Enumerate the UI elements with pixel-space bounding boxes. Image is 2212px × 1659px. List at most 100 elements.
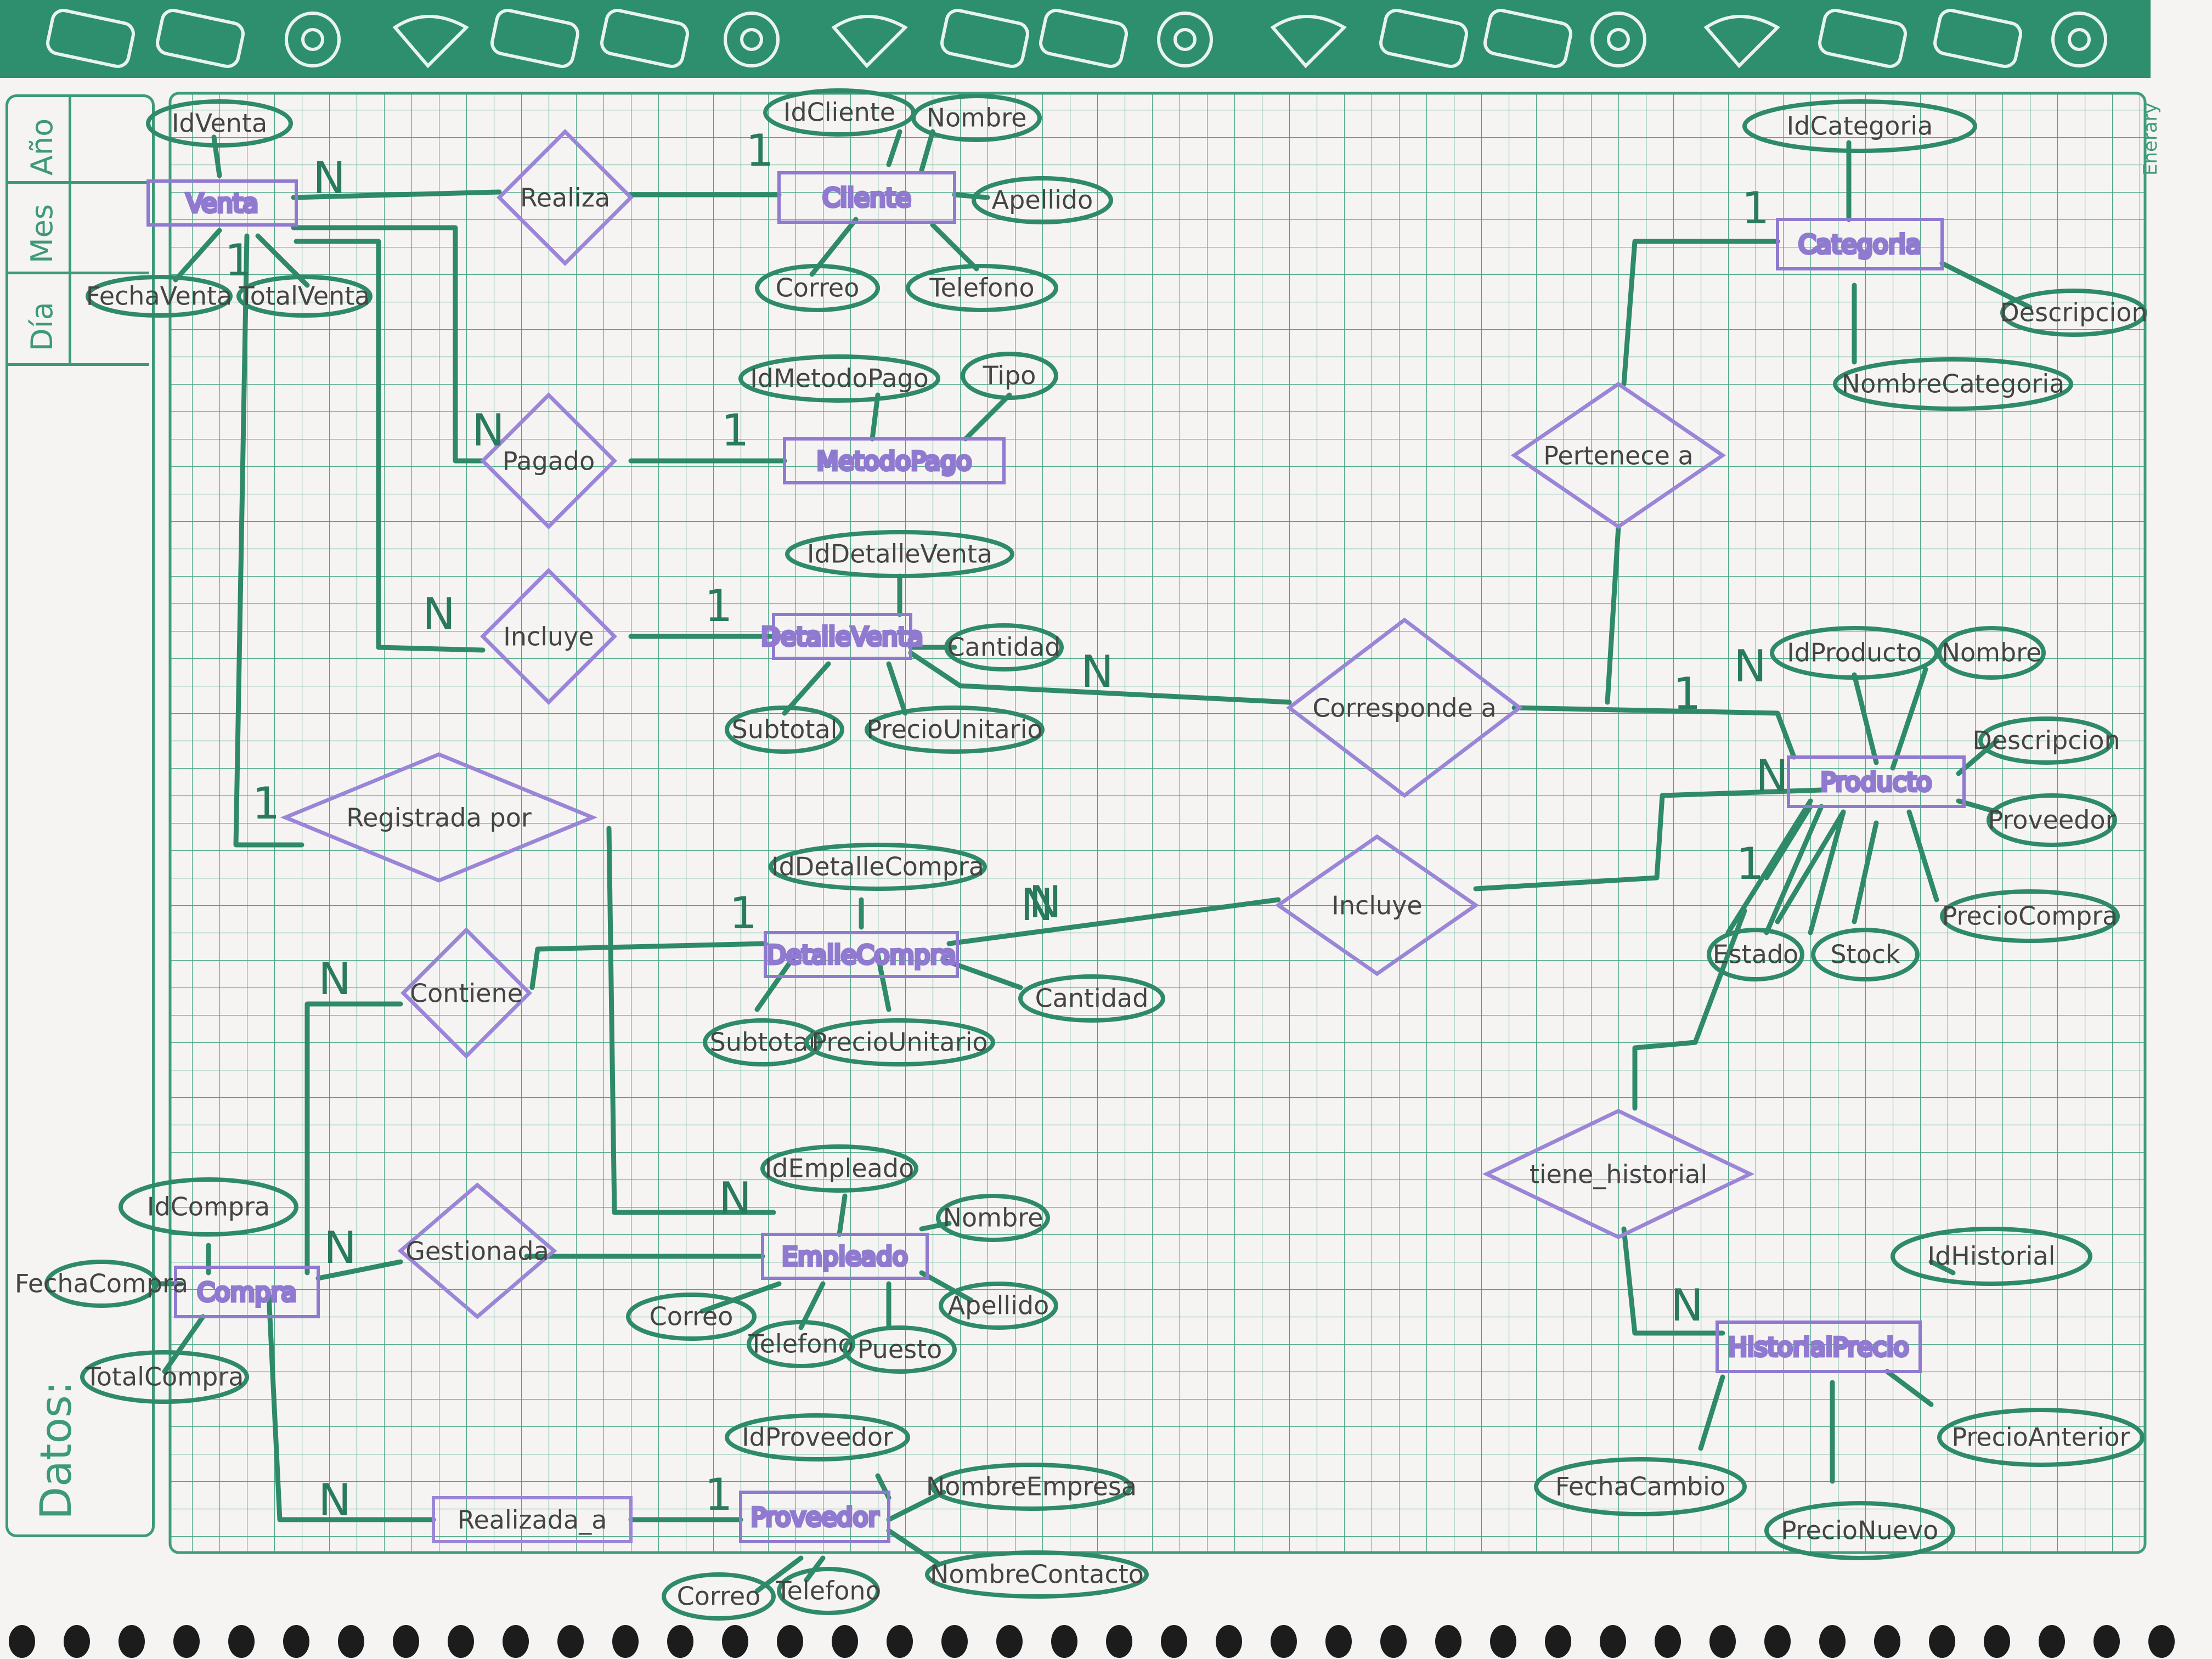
relationship-corresponde-a-label: Corresponde a — [1312, 693, 1496, 723]
attribute-producto: Nombre — [1937, 626, 2046, 680]
attribute-label: TotalVenta — [238, 281, 370, 311]
entity-cliente: Cliente — [777, 171, 956, 224]
attribute-label: Descripcion — [2000, 298, 2147, 328]
binding-ring-icon — [557, 1625, 584, 1658]
attribute-label: Proveedor — [1988, 805, 2115, 835]
attribute-detalle-venta: Subtotal — [725, 706, 844, 754]
attribute-historial-precio: IdHistorial — [1891, 1227, 2092, 1286]
cardinality-producto-incluye: N — [1756, 751, 1788, 802]
cone-icon — [392, 15, 469, 69]
attribute-label: PrecioAnterior — [1951, 1423, 2130, 1452]
attribute-label: Correo — [776, 273, 860, 303]
date-row-divider — [5, 181, 149, 184]
cardinality-detalle-incluye: 1 — [705, 580, 733, 631]
attribute-categoria: Descripcion — [2000, 289, 2148, 337]
attribute-historial-precio: PrecioNuevo — [1764, 1501, 1955, 1560]
attribute-metodo-pago: IdMetodoPago — [738, 354, 940, 403]
attribute-cliente: Nombre — [911, 94, 1042, 142]
attribute-label: NombreEmpresa — [926, 1472, 1137, 1502]
binding-ring-icon — [338, 1625, 364, 1658]
binding-ring-icon — [2094, 1625, 2120, 1658]
attribute-label: IdCliente — [783, 98, 895, 127]
line-attr-connector — [151, 129, 2033, 1594]
attribute-label: Descripcion — [1972, 726, 2120, 755]
donut-icon — [1157, 12, 1213, 67]
attribute-detalle-venta: PrecioUnitario — [865, 706, 1045, 754]
attribute-label: IdProveedor — [742, 1423, 893, 1452]
attribute-compra: IdCompra — [119, 1177, 298, 1237]
attribute-producto: Stock — [1811, 928, 1920, 981]
attribute-producto: IdProducto — [1770, 626, 1939, 680]
connector-lines — [151, 129, 2033, 1594]
binding-ring-icon — [448, 1625, 474, 1658]
entity-empleado-label: Empleado — [782, 1242, 908, 1272]
entity-cliente-label: Cliente — [822, 183, 911, 213]
relationship-realizada-a: Realizada_a — [432, 1496, 633, 1543]
binding-ring-icon — [1709, 1625, 1736, 1658]
cardinality-producto-historial: 1 — [1736, 838, 1764, 889]
binding-ring-icon — [1051, 1625, 1077, 1658]
attribute-detalle-compra: Cantidad — [1018, 974, 1165, 1023]
attribute-detalle-compra: PrecioUnitario — [804, 1018, 995, 1066]
entity-categoria-label: Categoria — [1798, 230, 1921, 259]
cardinality-metodo-pagado: 1 — [721, 405, 749, 456]
cone-icon — [1703, 15, 1780, 69]
line-compra-gestionada — [315, 1259, 403, 1281]
entity-historial-precio: HistorialPrecio — [1716, 1321, 1922, 1373]
donut-icon — [724, 12, 780, 67]
cardinality-producto-pertenece: N — [1734, 641, 1767, 692]
cardinality-producto-corresponde: 1 — [1673, 668, 1701, 719]
entity-detalle-venta: DetalleVenta — [759, 613, 925, 660]
binding-ring-icon — [1271, 1625, 1297, 1658]
relationship-realiza-label: Realiza — [520, 183, 610, 213]
attribute-detalle-venta: Cantidad — [944, 623, 1064, 672]
attribute-label: PrecioUnitario — [866, 715, 1042, 744]
cone-icon — [831, 15, 908, 69]
binding-ring-icon — [64, 1625, 90, 1658]
cardinality-cliente-realiza: 1 — [746, 125, 774, 176]
cake-icon — [1039, 9, 1128, 68]
attribute-compra: TotalCompra — [80, 1350, 249, 1404]
line-venta-pagado — [291, 225, 486, 464]
line-registrada-empleado — [606, 826, 776, 1215]
binding-ring-icon — [119, 1625, 145, 1658]
entity-categoria: Categoria — [1776, 218, 1944, 270]
attribute-empleado: Correo — [626, 1293, 757, 1341]
attribute-label: NombreCategoria — [1842, 369, 2065, 399]
binding-ring-icon — [996, 1625, 1023, 1658]
line-detalleventa-corresponde — [908, 650, 1292, 705]
attribute-proveedor: Correo — [662, 1572, 776, 1621]
cake-icon — [1483, 9, 1572, 68]
attribute-compra: FechaCompra — [15, 1260, 188, 1308]
entity-metodo-pago: MetodoPago — [783, 437, 1006, 484]
relationship-contiene: Contiene — [400, 927, 532, 1059]
cake-icon — [600, 9, 689, 68]
entity-producto-label: Producto — [1821, 768, 1932, 797]
relationship-contiene-label: Contiene — [410, 979, 523, 1008]
relationship-realiza: Realiza — [496, 129, 634, 266]
entity-empleado: Empleado — [761, 1233, 929, 1280]
attribute-empleado: Telefono — [747, 1320, 855, 1368]
attribute-label: PrecioCompra — [1942, 901, 2118, 931]
line-contiene-compra — [304, 1001, 403, 1276]
date-row-divider — [5, 272, 149, 274]
relationship-incluye-compra: Incluye — [1274, 834, 1480, 977]
cardinality-venta-side: 1 — [225, 235, 253, 286]
entity-proveedor: Proveedor — [739, 1491, 890, 1543]
cone-icon — [1270, 15, 1347, 69]
attribute-venta: IdVenta — [146, 99, 293, 148]
line-historial-entity — [1621, 1226, 1725, 1336]
relationship-pertenece-a-label: Pertenece a — [1543, 441, 1694, 471]
cardinality-compra-realizada: N — [318, 1475, 351, 1526]
attribute-label: Nombre — [943, 1203, 1043, 1233]
attribute-historial-precio: FechaCambio — [1534, 1457, 1747, 1516]
binding-ring-icon — [1655, 1625, 1681, 1658]
attribute-empleado: Puesto — [843, 1325, 957, 1374]
relationship-gestionada-label: Gestionada — [405, 1237, 549, 1266]
binding-ring-icon — [1161, 1625, 1187, 1658]
attribute-label: FechaCompra — [15, 1269, 188, 1299]
binding-ring-icon — [1819, 1625, 1846, 1658]
